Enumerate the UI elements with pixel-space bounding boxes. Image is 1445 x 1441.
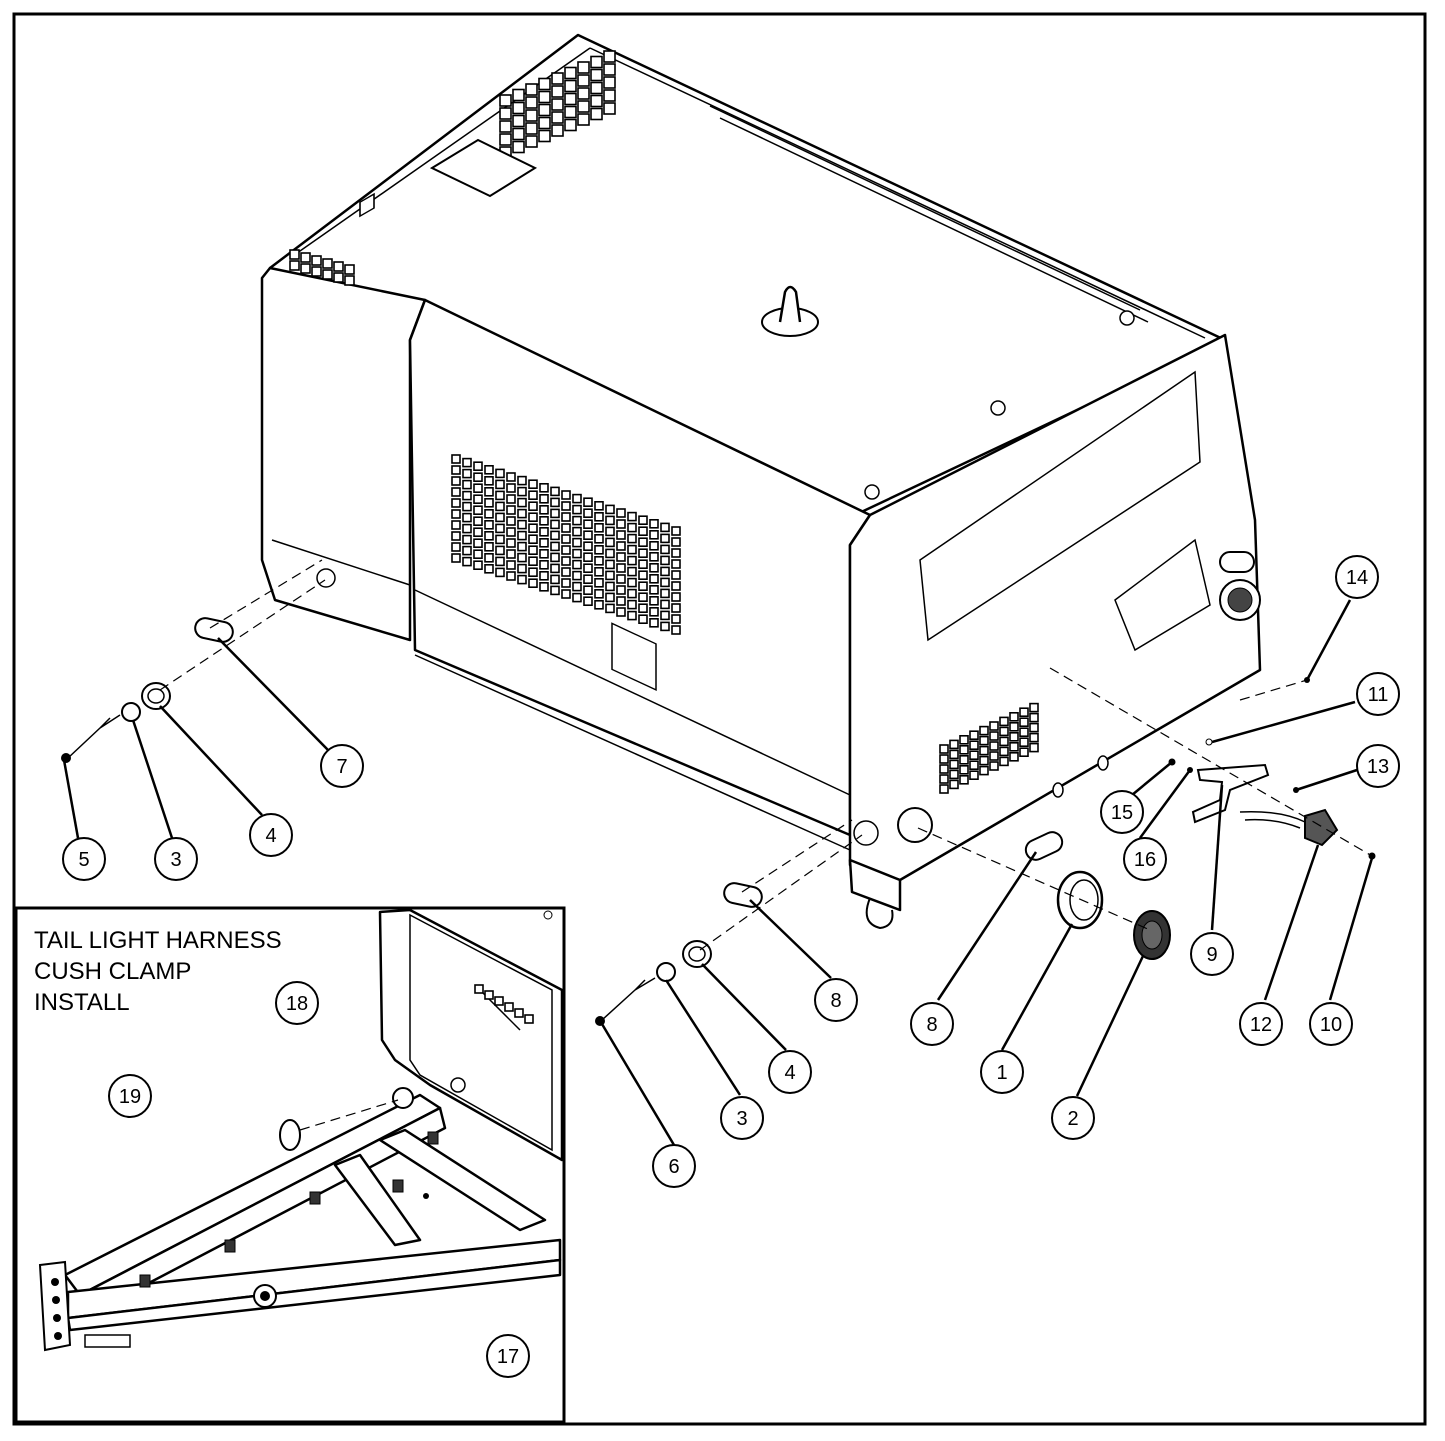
callout-circle <box>1100 790 1144 834</box>
callout-number: 12 <box>1250 1014 1272 1036</box>
callout-circle <box>1239 1002 1283 1046</box>
vent-grille-front <box>451 454 681 635</box>
callout-balloon-8: 8 <box>814 978 858 1022</box>
inset-title-line-2: CUSH CLAMP <box>34 958 191 985</box>
callout-number: 3 <box>170 849 181 871</box>
callout-number: 18 <box>286 993 308 1015</box>
inset-vent-slots <box>474 984 534 1024</box>
callout-circle <box>486 1334 530 1378</box>
callout-balloon-8: 8 <box>910 1002 954 1046</box>
callout-number: 4 <box>265 825 276 847</box>
callout-balloon-16: 16 <box>1123 837 1167 881</box>
callout-circle <box>1123 837 1167 881</box>
callout-circle <box>249 813 293 857</box>
inset-title-line-1: TAIL LIGHT HARNESS <box>34 927 282 954</box>
vent-grille-top <box>359 192 375 218</box>
inset-title-line-3: INSTALL <box>34 989 130 1016</box>
callout-circle <box>652 1144 696 1188</box>
callout-circle <box>154 837 198 881</box>
callout-balloon-18: 18 <box>275 981 319 1025</box>
callout-circle <box>1051 1096 1095 1140</box>
callout-balloon-4: 4 <box>768 1050 812 1094</box>
callout-number: 5 <box>78 849 89 871</box>
callout-balloon-4: 4 <box>249 813 293 857</box>
callout-number: 7 <box>336 756 347 778</box>
generator-enclosure <box>260 33 1262 930</box>
callout-number: 6 <box>668 1156 679 1178</box>
callout-balloon-7: 7 <box>320 744 364 788</box>
callout-balloon-6: 6 <box>652 1144 696 1188</box>
callout-number: 19 <box>119 1086 141 1108</box>
trailer-tongue-frame <box>38 1087 562 1352</box>
callout-balloon-1: 1 <box>980 1050 1024 1094</box>
callout-circle <box>108 1074 152 1118</box>
vent-grille-side <box>939 702 1039 794</box>
callout-circle <box>814 978 858 1022</box>
callout-balloon-2: 2 <box>1051 1096 1095 1140</box>
callout-balloon-14: 14 <box>1335 555 1379 599</box>
callout-balloon-12: 12 <box>1239 1002 1283 1046</box>
callout-balloon-17: 17 <box>486 1334 530 1378</box>
callout-number: 8 <box>926 1014 937 1036</box>
callout-number: 11 <box>1368 684 1389 706</box>
callout-balloon-15: 15 <box>1100 790 1144 834</box>
callout-balloon-13: 13 <box>1356 744 1400 788</box>
callout-circle <box>275 981 319 1025</box>
inset-detail-panel: TAIL LIGHT HARNESS CUSH CLAMP INSTALL <box>14 906 566 1424</box>
callout-balloon-11: 11 <box>1356 672 1400 716</box>
exploded-parts <box>61 559 1376 1026</box>
callout-number: 1 <box>996 1062 1007 1084</box>
callout-balloon-19: 19 <box>108 1074 152 1118</box>
callout-circle <box>1356 744 1400 788</box>
callout-balloons: 14 11 13 7 15 16 4 5 3 9 8 12 10 8 18 4 1 19 3 2 6 17 <box>62 555 1400 1378</box>
callout-number: 15 <box>1111 802 1133 824</box>
callout-balloon-10: 10 <box>1309 1002 1353 1046</box>
callout-balloon-3: 3 <box>154 837 198 881</box>
callout-circle <box>1356 672 1400 716</box>
callout-number: 4 <box>784 1062 795 1084</box>
callout-balloon-9: 9 <box>1190 932 1234 976</box>
callout-circle <box>62 837 106 881</box>
callout-balloon-3: 3 <box>720 1096 764 1140</box>
callout-number: 14 <box>1346 567 1368 589</box>
callout-circle <box>320 744 364 788</box>
vent-grille-roof <box>499 50 616 159</box>
callout-number: 8 <box>830 990 841 1012</box>
callout-circle <box>1335 555 1379 599</box>
callout-circle <box>910 1002 954 1046</box>
callout-number: 13 <box>1367 756 1389 778</box>
callout-circle <box>720 1096 764 1140</box>
callout-circle <box>1190 932 1234 976</box>
lifting-eye-icon <box>761 285 819 337</box>
vent-grille-end <box>289 249 355 286</box>
callout-circle <box>768 1050 812 1094</box>
callout-number: 17 <box>497 1346 519 1368</box>
callout-number: 2 <box>1067 1108 1078 1130</box>
callout-balloon-5: 5 <box>62 837 106 881</box>
callout-number: 16 <box>1134 849 1156 871</box>
callout-circle <box>1309 1002 1353 1046</box>
callout-number: 10 <box>1320 1014 1342 1036</box>
callout-number: 3 <box>736 1108 747 1130</box>
callout-number: 9 <box>1206 944 1217 966</box>
callout-circle <box>980 1050 1024 1094</box>
drawing-border <box>12 12 1427 1426</box>
